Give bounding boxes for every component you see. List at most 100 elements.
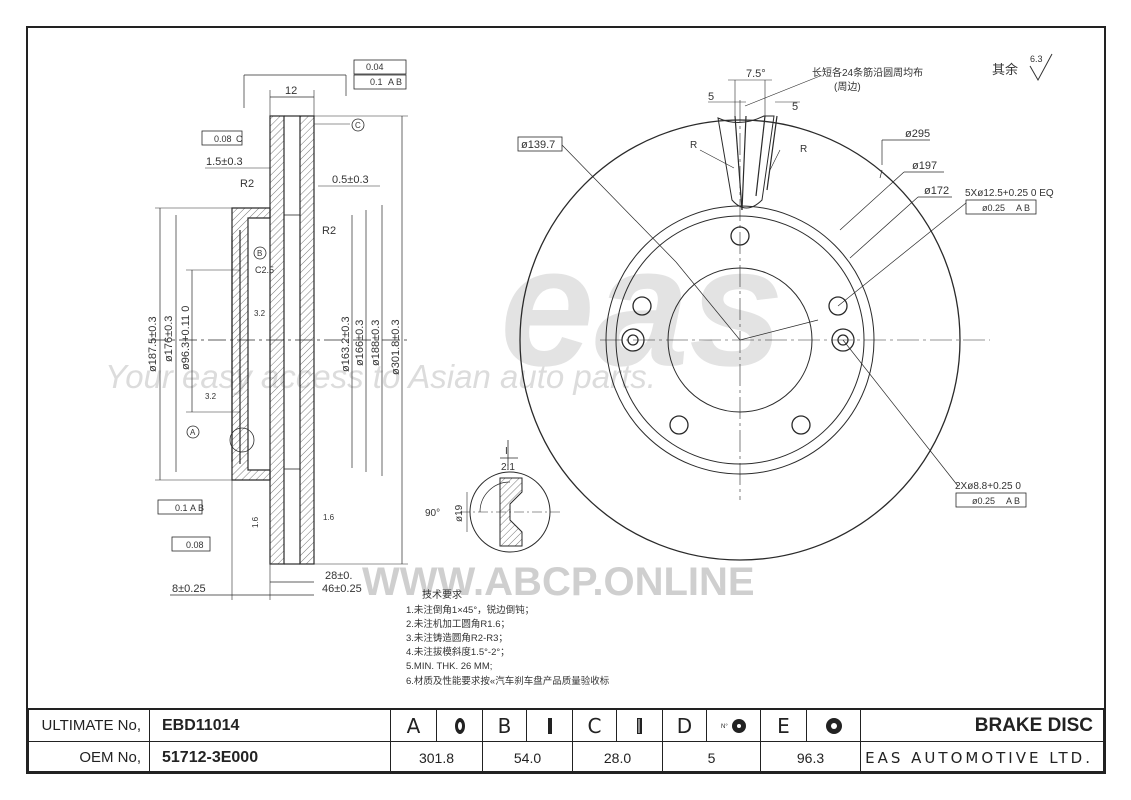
radius-left: R [690, 140, 697, 151]
position-5x: ø0.25 [982, 203, 1005, 213]
detail-diameter: ø19 [454, 504, 465, 522]
detail-view [460, 440, 560, 553]
dia-172: ø172 [924, 185, 949, 197]
roughness-3-2-a: 3.2 [254, 309, 266, 318]
datum-c: C [355, 121, 361, 130]
chamfer-c2-5: C2.5 [255, 265, 274, 275]
roughness-note: 其余 6.3 [992, 53, 1053, 82]
r2-left: R2 [240, 178, 254, 190]
rib-note: 长短各24条筋沿圆周均布 [812, 66, 923, 79]
note-2: 2.未注机加工圆角R1.6； [406, 618, 510, 630]
parallel-ref: C [236, 134, 243, 144]
col-b-value: 54.0 [483, 742, 573, 773]
parallel-value: 0.08 [214, 134, 232, 144]
dim-8: 8±0.25 [172, 583, 206, 595]
radius-right: R [800, 144, 807, 155]
col-e-letter: E [761, 710, 807, 741]
watermark-tagline: Your easy access to Asian auto parts. [105, 358, 656, 395]
title-row-2: OEM No, 51712-3E000 301.8 54.0 28.0 5 96… [29, 742, 1103, 773]
dia-163-2: ø163.2±0.3 [340, 316, 352, 372]
face-view [517, 75, 1037, 561]
company-name: EAS AUTOMOTIVE LTD. [865, 748, 1093, 767]
bolt-hole [632, 296, 652, 316]
angle-7-5: 7.5° [746, 68, 766, 80]
roughness-note-label: 其余 [992, 62, 1018, 77]
product-name: BRAKE DISC [974, 714, 1093, 736]
bolt-holes-icon: N° [707, 710, 761, 741]
watermark-url: WWW.ABCP.ONLINE [362, 560, 755, 604]
position-2x-ref: A B [1006, 496, 1020, 506]
col-d-value: 5 [663, 742, 761, 773]
col-a-letter: A [391, 710, 437, 741]
disc-thickness-icon [617, 710, 663, 741]
dia-197: ø197 [912, 160, 937, 172]
center-bore-icon [807, 710, 861, 741]
note-4: 4.未注拔模斜度1.5°-2°； [406, 646, 510, 658]
title-block: ULTIMATE No, EBD11014 A B C D N° E BRAKE… [27, 708, 1105, 773]
disc-height-icon [527, 710, 573, 741]
col-c-value: 28.0 [573, 742, 663, 773]
col-d-letter: D [663, 710, 707, 741]
oem-label: OEM No, [29, 742, 150, 773]
dia-187-5: ø187.5±0.3 [147, 316, 159, 372]
ultimate-label: ULTIMATE No, [29, 710, 150, 741]
svg-text:N°: N° [721, 724, 728, 730]
bolt-hole [828, 296, 848, 316]
holes-2x: 2Xø8.8+0.25 0 [955, 481, 1021, 492]
dia-188: ø188±0.3 [370, 320, 382, 366]
dim-5-a: 5 [708, 91, 714, 103]
bolt-hole [669, 415, 689, 435]
section-dimension-labels: 0.04 0.1 A B 12 C 0.08 C 1.5±0.3 R2 0.5±… [147, 62, 402, 595]
face-dimension-labels: 长短各24条筋沿圆周均布 (周边) 7.5° 5 5 R R ø139.7 ø2… [521, 66, 1054, 506]
detail-scale: 2:1 [501, 462, 515, 473]
note-6: 6.材质及性能要求按«汽车刹车盘产品质量验收标 [406, 675, 610, 687]
bolt-hole [791, 415, 811, 435]
note-1: 1.未注倒角1×45°，锐边倒钝； [406, 604, 534, 616]
runout-value: 0.1 [370, 77, 383, 87]
datum-b: B [257, 249, 262, 258]
roughness-3-2-b: 3.2 [205, 392, 217, 401]
flatness-value: 0.04 [366, 62, 384, 72]
position-5x-ref: A B [1016, 203, 1030, 213]
roughness-1-6-a: 1.6 [251, 516, 260, 528]
notes-title: 技术要求 [422, 588, 462, 601]
col-e-value: 96.3 [761, 742, 861, 773]
dia-301-8: ø301.8±0.3 [390, 319, 402, 375]
dim-46: 46±0.25 [322, 583, 362, 595]
dia-96-3: ø96.3+0.11 0 [180, 306, 192, 370]
roughness-value: 6.3 [1030, 54, 1043, 64]
dia-295: ø295 [905, 128, 930, 140]
rib-note-2: (周边) [834, 81, 861, 93]
runout-ref: A B [388, 77, 402, 87]
eas-watermark: eas Your easy access to Asian auto parts… [105, 212, 784, 402]
col-c-letter: C [573, 710, 617, 741]
dia-139-7: ø139.7 [521, 139, 555, 151]
ultimate-value: EBD11014 [150, 710, 391, 741]
col-a-value: 301.8 [391, 742, 483, 773]
offset-0-5: 0.5±0.3 [332, 174, 369, 186]
col-b-letter: B [483, 710, 527, 741]
oem-value: 51712-3E000 [150, 742, 391, 773]
offset-1-5: 1.5±0.3 [206, 156, 243, 168]
width-12: 12 [285, 85, 297, 97]
note-5: 5.MIN. THK. 26 MM; [406, 661, 492, 672]
runout-bottom-ref: A B [190, 503, 204, 513]
dia-166: ø166±0.3 [354, 320, 366, 366]
flatness-bottom: 0.08 [186, 540, 204, 550]
detail-angle: 90° [425, 508, 440, 519]
disc-diameter-icon [437, 710, 483, 741]
roughness-1-6-b: 1.6 [323, 513, 335, 522]
dim-28: 28±0. [325, 570, 352, 582]
position-2x: ø0.25 [972, 496, 995, 506]
r2-right: R2 [322, 225, 336, 237]
detail-label: I [505, 446, 508, 457]
note-3: 3.未注铸造圆角R2-R3； [406, 632, 508, 644]
holes-5x: 5Xø12.5+0.25 0 EQ [965, 188, 1054, 199]
technical-notes: 技术要求 1.未注倒角1×45°，锐边倒钝； 2.未注机加工圆角R1.6； 3.… [406, 588, 610, 687]
runout-bottom: 0.1 [175, 503, 188, 513]
title-row-1: ULTIMATE No, EBD11014 A B C D N° E BRAKE… [29, 710, 1103, 742]
datum-a: A [190, 428, 196, 437]
dia-176: ø176±0.3 [163, 316, 175, 362]
section-view [150, 59, 410, 600]
